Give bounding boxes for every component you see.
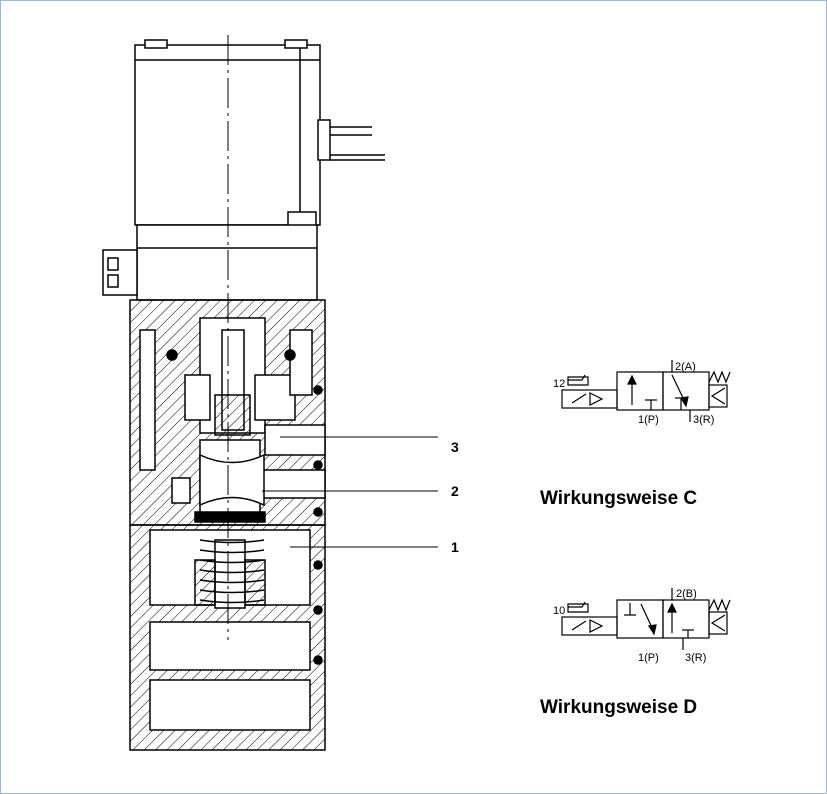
symbol-d-port-in: 1(P) (638, 652, 659, 664)
symbol-c-port-in: 1(P) (638, 414, 659, 426)
return-spring (199, 539, 265, 604)
symbol-c-pilot-label: 12 (553, 378, 565, 390)
solenoid-coil (134, 39, 385, 229)
caption-wirkungsweise-d: Wirkungsweise D (540, 697, 698, 718)
callout-port-1: 1 (451, 539, 459, 555)
port-leader-lines (262, 436, 438, 548)
symbol-d-port-out: 2(B) (676, 588, 697, 600)
pneumatic-symbol-c: 12 (553, 360, 731, 422)
pneumatic-symbol-d: 10 (553, 588, 731, 650)
adapter-block (102, 224, 318, 301)
caption-wirkungsweise-c: Wirkungsweise C (540, 488, 698, 509)
callout-port-2: 2 (451, 483, 459, 499)
symbol-c-port-exhaust: 3(R) (693, 414, 714, 426)
symbol-d-pilot-label: 10 (553, 605, 565, 617)
callout-port-3: 3 (451, 439, 459, 455)
symbol-c-port-out: 2(A) (675, 361, 696, 373)
symbol-d-port-exhaust: 3(R) (685, 652, 706, 664)
